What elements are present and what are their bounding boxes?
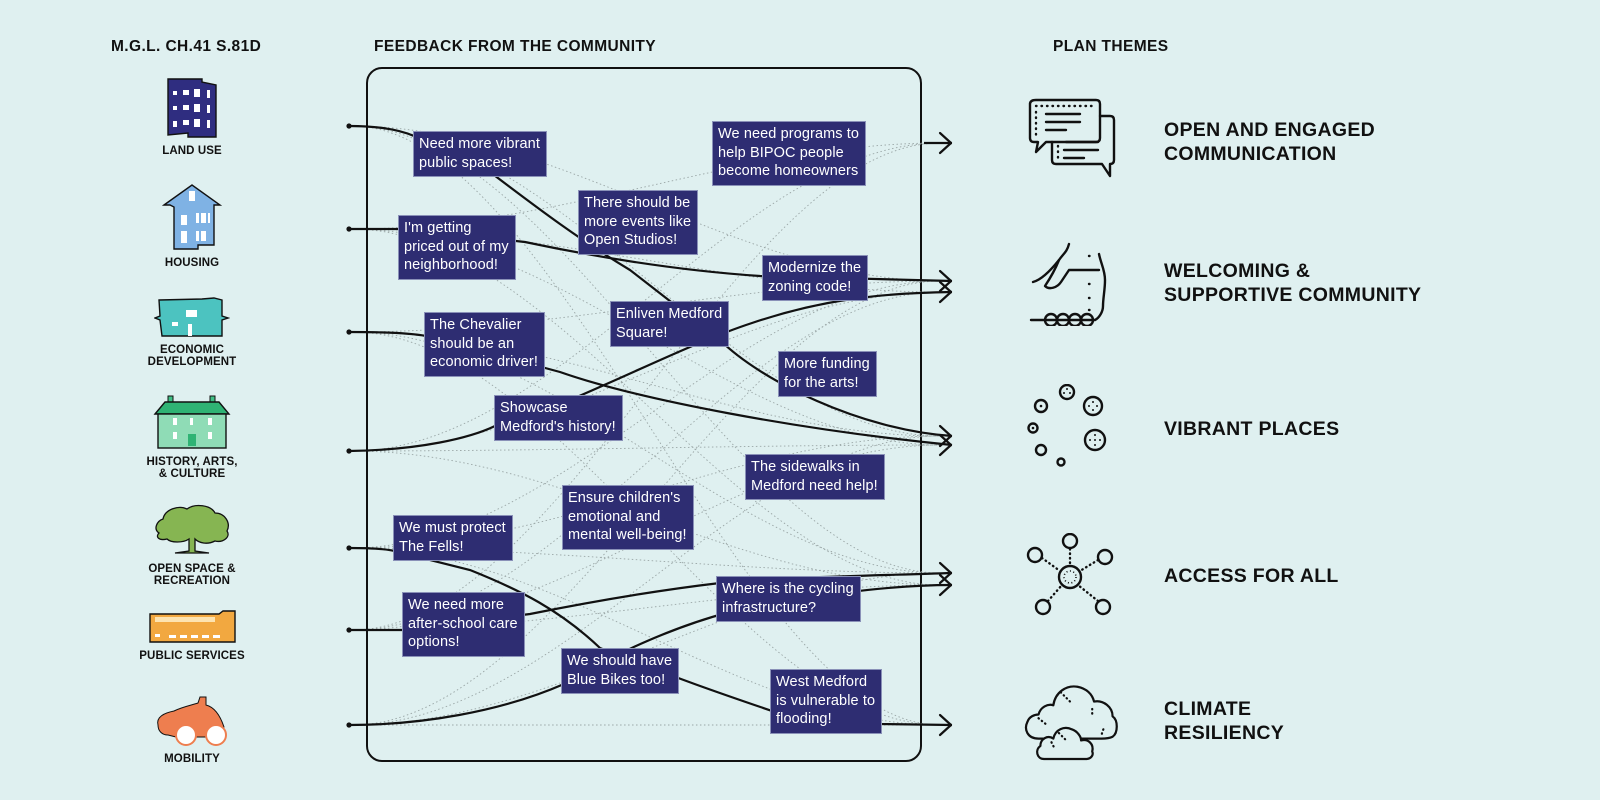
theme-label: WELCOMING & SUPPORTIVE COMMUNITY (1164, 260, 1422, 306)
category-mobility: MOBILITY (117, 695, 267, 765)
feedback-bubble: I'm getting priced out of my neighborhoo… (398, 215, 516, 280)
category-label: PUBLIC SERVICES (139, 650, 245, 662)
category-economic-development: ECONOMIC DEVELOPMENT (117, 296, 267, 368)
speech-bubbles-icon (1028, 98, 1116, 178)
arrowhead-access-2 (938, 573, 953, 597)
heading-feedback: FEEDBACK FROM THE COMMUNITY (374, 38, 657, 55)
source-dot-housing (346, 226, 352, 232)
category-label: HOUSING (164, 257, 220, 269)
tree-icon (155, 504, 229, 554)
category-history: HISTORY, ARTS, & CULTURE (117, 394, 267, 480)
source-dot-land-use (346, 123, 352, 129)
link-open-space (348, 546, 953, 727)
category-label: HISTORY, ARTS, & CULTURE (146, 456, 238, 480)
feedback-bubble: We must protect The Fells! (393, 515, 513, 561)
feedback-bubble: There should be more events like Open St… (578, 190, 699, 255)
category-label: ECONOMIC DEVELOPMENT (147, 344, 237, 368)
feedback-bubble: Showcase Medford's history! (494, 395, 623, 441)
dotted-connection (351, 547, 941, 574)
link-econ (348, 330, 953, 447)
source-dot-mobility (346, 722, 352, 728)
arrowhead-vibrant-2 (938, 433, 953, 457)
feedback-bubble: Need more vibrant public spaces! (413, 131, 547, 177)
category-label: LAND USE (162, 145, 222, 157)
theme-access-for-all: ACCESS FOR ALL (1020, 533, 1339, 619)
dotted-connection (351, 142, 941, 452)
storefront-building-icon (154, 297, 230, 337)
source-dot-open-space (346, 545, 352, 551)
arrowhead-vibrant-1 (938, 424, 953, 448)
dotted-connection (351, 547, 941, 726)
category-label: OPEN SPACE & RECREATION (148, 563, 236, 587)
public-building-icon (149, 610, 236, 643)
source-dot-history (346, 448, 352, 454)
dotted-connection (351, 435, 941, 726)
dotted-connection (351, 444, 941, 452)
feedback-bubble: Where is the cycling infrastructure? (716, 576, 861, 622)
arrowhead-welcoming-1 (938, 269, 953, 293)
theme-open-communication: OPEN AND ENGAGED COMMUNICATION (1020, 98, 1375, 186)
source-dot-econ (346, 329, 352, 335)
feedback-bubble: The Chevalier should be an economic driv… (424, 312, 545, 377)
source-dot-public-services (346, 627, 352, 633)
feedback-bubble: Modernize the zoning code! (762, 255, 869, 301)
feedback-bubble: Enliven Medford Square! (610, 301, 730, 347)
feedback-bubble: We should have Blue Bikes too! (561, 648, 680, 694)
dotted-connection (351, 291, 941, 631)
theme-climate-resiliency: CLIMATE RESILIENCY (1020, 678, 1284, 764)
clouds-icon (1024, 685, 1118, 761)
cyclist-icon (157, 696, 227, 746)
feedback-bubble: The sidewalks in Medford need help! (745, 454, 885, 500)
theme-label: CLIMATE RESILIENCY (1164, 698, 1285, 744)
circles-cluster-icon (1027, 384, 1107, 467)
feedback-bubble: More funding for the arts! (778, 351, 877, 397)
feedback-bubble: We need programs to help BIPOC people be… (712, 121, 867, 186)
link-housing (349, 227, 953, 283)
theme-label: OPEN AND ENGAGED COMMUNICATION (1164, 119, 1376, 165)
dotted-connection (351, 435, 941, 549)
heading-mgl: M.G.L. CH.41 S.81D (111, 38, 262, 55)
feedback-frame (366, 67, 922, 762)
handshake-icon (1029, 242, 1107, 326)
historic-house-icon (153, 395, 231, 449)
apartment-building-icon (167, 78, 217, 138)
heading-plan-themes: PLAN THEMES (1053, 38, 1169, 55)
category-open-space: OPEN SPACE & RECREATION (117, 503, 267, 587)
arrowhead-open-comm (938, 131, 953, 155)
category-housing: HOUSING (117, 183, 267, 269)
theme-welcoming: WELCOMING & SUPPORTIVE COMMUNITY (1020, 240, 1421, 326)
feedback-bubble: West Medford is vulnerable to flooding! (770, 669, 883, 734)
arrowhead-welcoming-2 (938, 280, 953, 304)
category-public-services: PUBLIC SERVICES (117, 610, 267, 662)
dotted-connection (351, 125, 941, 437)
theme-vibrant-places: VIBRANT PLACES (1020, 384, 1339, 474)
house-icon (162, 184, 222, 250)
theme-label: ACCESS FOR ALL (1164, 565, 1339, 587)
network-hub-icon (1026, 533, 1114, 616)
feedback-bubble: We need more after-school care options! (402, 592, 525, 657)
theme-label: VIBRANT PLACES (1164, 418, 1340, 440)
arrowhead-climate (938, 713, 953, 737)
feedback-bubble: Ensure children's emotional and mental w… (562, 485, 694, 550)
category-label: MOBILITY (164, 753, 220, 765)
category-land-use: LAND USE (117, 77, 267, 157)
